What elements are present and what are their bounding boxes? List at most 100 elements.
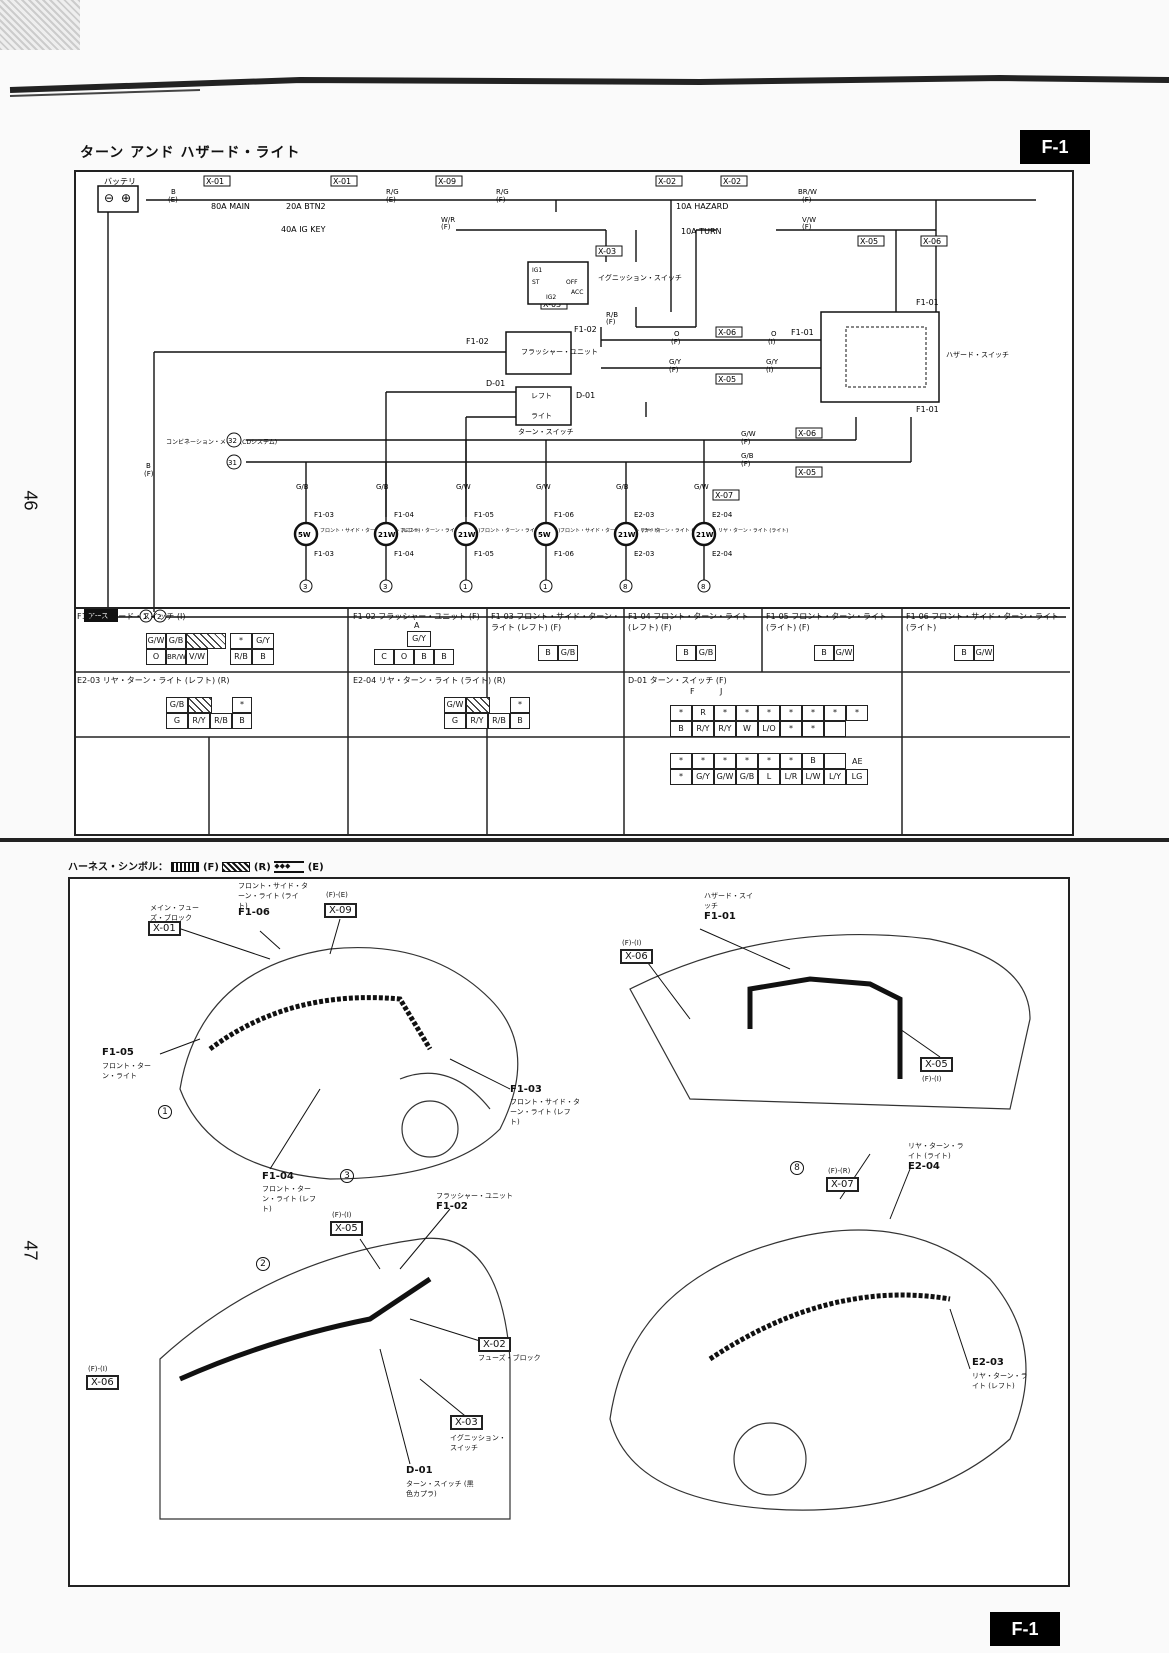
x03-caption: イグニッション・スイッチ <box>450 1434 506 1452</box>
f103-tag: F1-03 <box>510 1084 542 1095</box>
bulb-ground-label: 3 <box>303 583 307 591</box>
f102-caption: フラッシャー・ユニット <box>436 1192 513 1200</box>
bulb-id-top: E2-04 <box>712 511 733 519</box>
f103-caption: フロント・サイド・ターン・ライト (レフト) <box>510 1098 580 1126</box>
e204-title: E2-04 リヤ・ターン・ライト (ライト) (R) <box>353 676 506 685</box>
bulb-name: フロント・サイド・ターン・ライト (ライト) <box>560 527 660 534</box>
d01-pin: * <box>846 705 868 721</box>
meter-pin-31 <box>226 454 242 470</box>
f105-title: F1-05 フロント・ターン・ライト (ライト) (F) <box>766 612 887 632</box>
x06c-label: X-06 <box>798 429 816 438</box>
bulb-id-bottom: E2-03 <box>634 550 654 558</box>
e204-caption: リヤ・ターン・ライト (ライト) <box>908 1142 964 1160</box>
d01-pin: L/O <box>758 721 780 737</box>
ground-8-marker: 8 <box>790 1161 804 1175</box>
d01-pin: * <box>758 705 780 721</box>
d01-pin: G/B <box>736 769 758 785</box>
x06-cabin-tag: X-06 <box>86 1375 119 1390</box>
x03a-label: X-03 <box>598 247 616 256</box>
f105-caption: フロント・ターン・ライト <box>102 1062 151 1080</box>
conn-box <box>720 175 748 187</box>
f102-label: F1-02 <box>466 337 489 346</box>
pin: B <box>954 645 974 661</box>
d01-pin: G/Y <box>692 769 714 785</box>
flasher-unit-label: フラッシャー・ユニット <box>521 348 598 356</box>
f101-tag: F1-01 <box>704 911 736 922</box>
legend-r-swatch <box>222 862 251 872</box>
harness-legend-prefix: ハーネス・シンボル： <box>68 862 168 873</box>
ignition-switch-box <box>527 261 589 305</box>
e203-title: E2-03 リヤ・ターン・ライト (レフト) (R) <box>77 676 230 685</box>
pin: G/B <box>558 645 578 661</box>
legend-e-swatch: ◆◆◆ <box>274 861 305 873</box>
d01-pin <box>824 721 846 737</box>
d01-pin: * <box>824 705 846 721</box>
connector-table: F1-01 ハザード・スイッチ (I) F1-02 フラッシャー・ユニット (F… <box>74 607 1070 836</box>
x05b-label: X-05 <box>718 375 736 384</box>
bulb-E2-04-icon <box>691 521 717 547</box>
bulb-id-bottom: E2-04 <box>712 550 733 558</box>
harness-panel: メイン・フューズ・ブロック X-01 フロント・サイド・ターン・ライト (ライト… <box>68 877 1070 1587</box>
bulb-wire-label: G/B <box>296 483 309 491</box>
ig-pos: IG2 <box>546 294 556 301</box>
bulb-ground-point <box>379 579 393 593</box>
battery-label: バッテリ <box>104 177 136 186</box>
pin: * <box>510 697 530 713</box>
turn-switch-right: ライト <box>531 412 552 420</box>
d01-pin: * <box>692 753 714 769</box>
wire-label: V/W <box>802 216 816 224</box>
pin: R/B <box>488 713 510 729</box>
label-f: F <box>690 687 695 696</box>
bulb-id-bottom: F1-03 <box>314 550 334 558</box>
dash-outline <box>629 933 1031 1110</box>
bulb-F1-03-icon <box>293 521 319 547</box>
wire-label: (F) <box>144 470 154 478</box>
pin: G/W <box>146 633 166 649</box>
ig-pos: IG1 <box>532 267 542 274</box>
hazard-switch-label: ハザード・スイッチ <box>946 351 1009 359</box>
wire-label: B <box>171 188 176 196</box>
bulb-ground-point <box>459 579 473 593</box>
ig-pos: ACC <box>571 289 583 296</box>
wire-label: (I) <box>766 366 774 374</box>
bulb-watt: 21W <box>378 531 396 539</box>
bulb-id-bottom: F1-05 <box>474 550 494 558</box>
pin: G/B <box>166 697 188 713</box>
wire-label: O <box>771 330 777 338</box>
f104-tag: F1-04 <box>262 1171 294 1182</box>
legend-r: (R) <box>253 862 271 873</box>
bulb-ground-label: 8 <box>623 583 627 591</box>
x09-caption: (F)-(E) <box>326 891 348 899</box>
bulb-id-top: F1-04 <box>394 511 414 519</box>
front-car-body <box>179 946 519 1180</box>
bulb-ground-label: 1 <box>543 583 547 591</box>
x01b-label: X-01 <box>333 177 351 186</box>
f104-title: F1-04 フロント・ターン・ライト (レフト) (F) <box>628 612 749 632</box>
pin-a-label: A <box>414 621 420 630</box>
bulb-wire-label: G/B <box>376 483 389 491</box>
conn-box <box>330 175 358 187</box>
ground-point-1 <box>139 609 153 623</box>
wire-label: (I) <box>768 338 776 346</box>
fuse-btn2-label: 20A BTN2 <box>286 202 326 211</box>
x07-caption: (F)-(R) <box>828 1167 851 1175</box>
pin: C <box>374 649 394 665</box>
d01-pin: * <box>802 721 824 737</box>
pin: B <box>510 713 530 729</box>
pin: B <box>676 645 696 661</box>
conn-box <box>655 175 683 187</box>
x06a-label: X-06 <box>923 237 941 246</box>
d01-pin: * <box>780 705 802 721</box>
bulb-id-top: F1-05 <box>474 511 494 519</box>
ground-2-marker: 2 <box>256 1257 270 1271</box>
hazard-inner <box>845 326 927 388</box>
bulb-F1-05-icon <box>453 521 479 547</box>
meter-pin-label: 32 <box>228 437 237 445</box>
d01-pin: LG <box>846 769 868 785</box>
f101c-label: F1-01 <box>916 405 939 414</box>
wire-label: (F) <box>669 366 679 374</box>
meter-pin-label: 31 <box>228 459 237 467</box>
d01-pin: * <box>670 753 692 769</box>
d01-pin: R/Y <box>714 721 736 737</box>
